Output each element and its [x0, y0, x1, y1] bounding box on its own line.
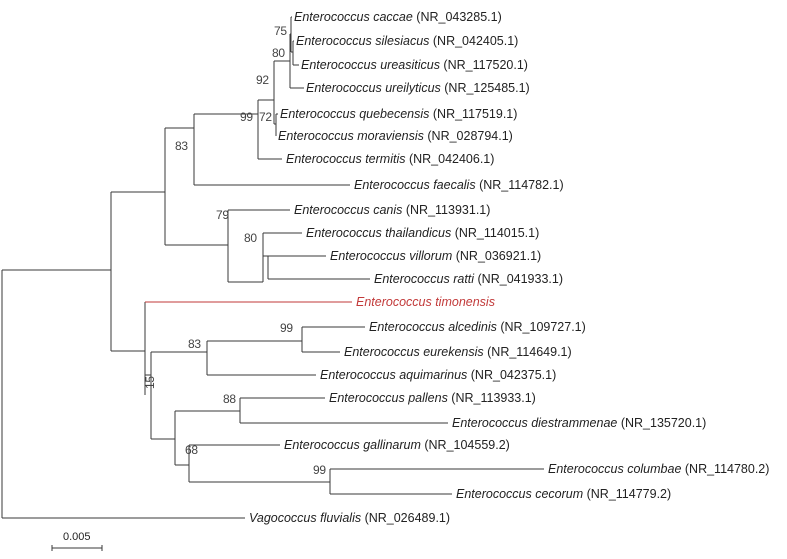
bootstrap-value: 68: [185, 443, 198, 457]
bootstrap-value: 15: [143, 376, 157, 389]
bootstrap-value: 99: [240, 110, 253, 124]
taxon-label: Enterococcus alcedinis (NR_109727.1): [369, 320, 586, 334]
taxon-label: Enterococcus ureilyticus (NR_125485.1): [306, 81, 530, 95]
bootstrap-value: 83: [175, 139, 188, 153]
taxon-label: Enterococcus pallens (NR_113933.1): [329, 391, 536, 405]
bootstrap-value: 99: [313, 463, 326, 477]
taxon-label: Enterococcus faecalis (NR_114782.1): [354, 178, 564, 192]
bootstrap-value: 75: [274, 24, 287, 38]
taxon-label: Enterococcus silesiacus (NR_042405.1): [296, 34, 518, 48]
bootstrap-value: 88: [223, 392, 236, 406]
bootstrap-value: 99: [280, 321, 293, 335]
taxon-label: Enterococcus columbae (NR_114780.2): [548, 462, 769, 476]
taxon-label: Enterococcus thailandicus (NR_114015.1): [306, 226, 539, 240]
tree-branches: [1, 16, 544, 519]
bootstrap-value: 80: [244, 231, 257, 245]
taxon-label: Enterococcus termitis (NR_042406.1): [286, 152, 494, 166]
bootstrap-value: 72: [259, 110, 272, 124]
taxon-label: Enterococcus villorum (NR_036921.1): [330, 249, 541, 263]
taxon-labels: Enterococcus caccae (NR_043285.1) Entero…: [249, 10, 769, 525]
taxon-label: Enterococcus quebecensis (NR_117519.1): [280, 107, 517, 121]
taxon-label: Enterococcus canis (NR_113931.1): [294, 203, 490, 217]
bootstrap-value: 92: [256, 73, 269, 87]
taxon-label: Enterococcus cecorum (NR_114779.2): [456, 487, 671, 501]
scale-bar-label: 0.005: [63, 531, 91, 543]
taxon-label: Enterococcus ureasiticus (NR_117520.1): [301, 58, 528, 72]
taxon-label: Enterococcus ratti (NR_041933.1): [374, 272, 563, 286]
bootstrap-value: 83: [188, 337, 201, 351]
bootstrap-value: 79: [216, 208, 229, 222]
bootstrap-value: 80: [272, 46, 285, 60]
bootstrap-values: 75 80 92 72 99 83 79 80 99 83 88 68 99 1…: [143, 24, 327, 477]
taxon-label: Enterococcus moraviensis (NR_028794.1): [278, 129, 513, 143]
taxon-label: Enterococcus aquimarinus (NR_042375.1): [320, 368, 556, 382]
taxon-label: Enterococcus gallinarum (NR_104559.2): [284, 438, 510, 452]
taxon-label: Vagococcus fluvialis (NR_026489.1): [249, 511, 450, 525]
taxon-label: Enterococcus caccae (NR_043285.1): [294, 10, 502, 24]
taxon-label-highlighted: Enterococcus timonensis: [356, 295, 495, 309]
taxon-label: Enterococcus eurekensis (NR_114649.1): [344, 345, 572, 359]
taxon-label: Enterococcus diestrammenae (NR_135720.1): [452, 416, 706, 430]
scale-bar: 0.005: [51, 531, 103, 551]
